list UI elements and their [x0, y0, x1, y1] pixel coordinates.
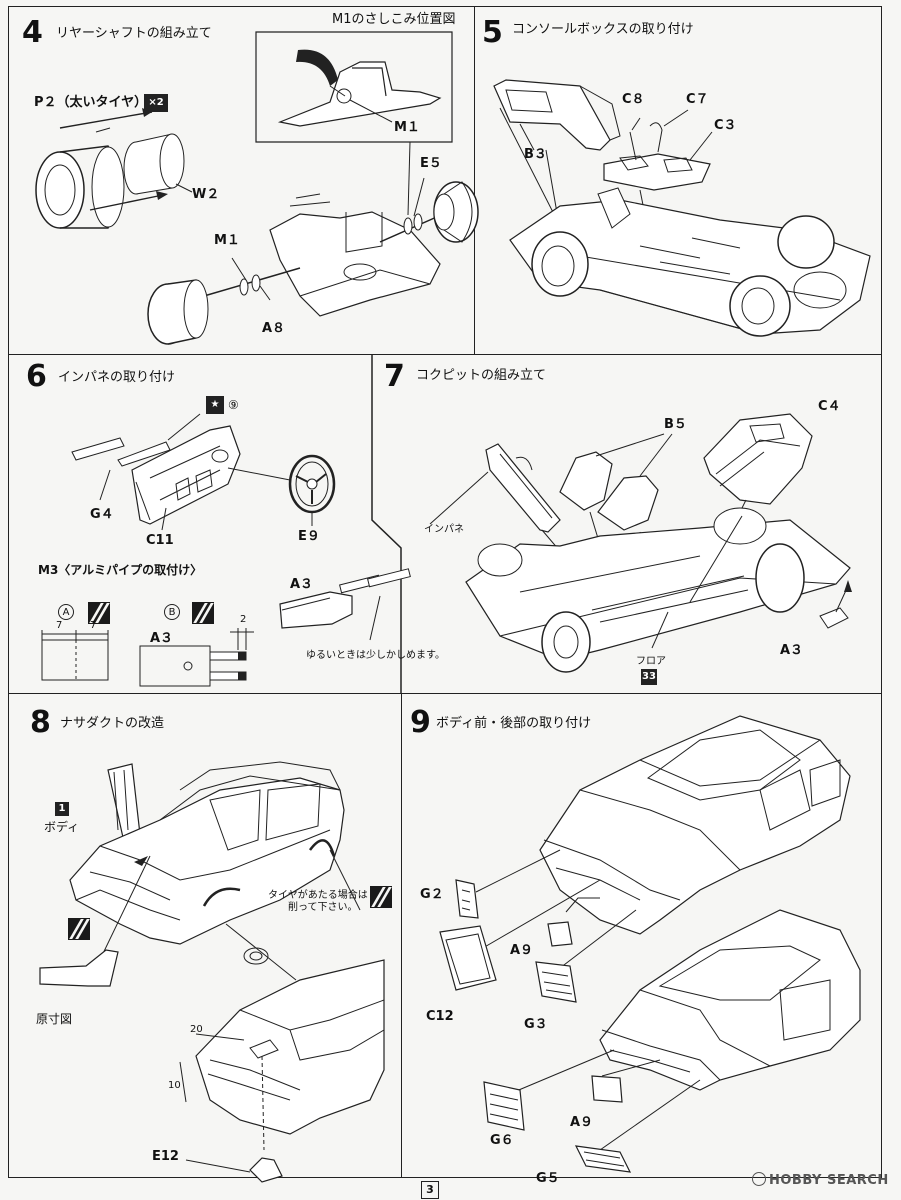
step-number: 5 [482, 15, 503, 50]
console-box-assembly [0, 0, 901, 360]
label-g6: G６ [490, 1133, 514, 1148]
quantity-badge: ×2 [144, 94, 168, 112]
cement-icon [370, 886, 392, 908]
label-a9-rear: A９ [570, 1115, 594, 1130]
label-m1: M１ [214, 233, 240, 248]
label-a3-cockpit: A３ [780, 643, 804, 658]
watermark-logo-icon [752, 1172, 766, 1186]
label-g5: G５ [536, 1171, 560, 1186]
label-a8: A８ [262, 321, 286, 336]
paint-color-number: ⑨ [228, 398, 239, 412]
label-genzun: 原寸図 [36, 1012, 73, 1026]
divider-row1 [8, 354, 882, 355]
page-number: 3 [421, 1181, 439, 1199]
label-c7: C７ [686, 92, 709, 107]
cockpit-assembly [0, 0, 852, 700]
dim-7-left: 7 [56, 620, 63, 631]
rear-wheel-assembly [0, 108, 901, 360]
label-g4: G４ [90, 507, 114, 522]
label-w2: W２ [192, 187, 220, 202]
option-b-marker: B [164, 604, 180, 620]
label-a3: A３ [290, 577, 314, 592]
dim-7-right: 7 [90, 620, 97, 631]
label-e12: E12 [152, 1149, 179, 1164]
dim-20: 20 [190, 1024, 203, 1035]
label-c11: C11 [146, 533, 174, 548]
step-title: ボディ前・後部の取り付け [436, 716, 592, 731]
step-title: インパネの取り付け [58, 370, 176, 385]
page-frame [8, 6, 882, 1178]
dim-10: 10 [168, 1080, 181, 1091]
label-b5: B５ [664, 417, 687, 432]
label-m3-a3: A３ [150, 631, 174, 646]
label-g2: G２ [420, 887, 444, 902]
m3-title: M3〈アルミパイプの取付け〉 [38, 563, 203, 577]
divider-col-top [474, 6, 475, 354]
step-number: 6 [26, 359, 47, 394]
label-c4: C４ [818, 399, 841, 414]
m3-note: ゆるいときは少しかしめます。 [306, 650, 445, 661]
step-title: コクピットの組み立て [416, 368, 547, 383]
step-title: リヤーシャフトの組み立て [56, 26, 212, 41]
note-line2: 削って下さい。 [288, 902, 358, 913]
step-title: ナサダクトの改造 [60, 716, 165, 731]
label-c12: C12 [426, 1009, 454, 1024]
label-e5: E５ [420, 156, 442, 171]
step-number: 8 [30, 705, 51, 740]
body-part-number: 1 [55, 802, 69, 816]
cement-icon [68, 918, 90, 940]
divider-col-bottom [401, 693, 402, 1178]
star-paint-icon: ★ [206, 396, 224, 414]
step-number: 7 [384, 359, 405, 394]
watermark-text: HOBBY SEARCH [769, 1173, 889, 1188]
label-c3: C３ [714, 118, 737, 133]
label-body: ボディ [44, 820, 80, 834]
watermark: HOBBY SEARCH [752, 1172, 889, 1188]
label-g3: G３ [524, 1017, 548, 1032]
option-a-marker: A [58, 604, 74, 620]
label-a9: A９ [510, 943, 534, 958]
label-floor: フロア [636, 656, 666, 667]
divider-row2 [8, 693, 882, 694]
label-e9: E９ [298, 529, 320, 544]
inset-title: M1のさしこみ位置図 [332, 12, 456, 27]
step-title: コンソールボックスの取り付け [512, 22, 694, 37]
step-number: 4 [22, 15, 43, 50]
label-p2: P２（太いタイヤ） [34, 95, 148, 110]
note-line1: タイヤがあたる場合は [268, 890, 368, 901]
floor-part-number: 33 [641, 669, 657, 685]
label-b3: B３ [524, 147, 547, 162]
cement-icon [88, 602, 110, 624]
inset-box [0, 0, 901, 360]
label-m1-inset: M１ [394, 120, 420, 135]
label-c8: C８ [622, 92, 645, 107]
dim-2: 2 [240, 614, 247, 625]
instrument-panel-assembly [0, 0, 901, 700]
cement-icon [192, 602, 214, 624]
step-number: 9 [410, 705, 431, 740]
label-inpane: インパネ [424, 524, 464, 535]
